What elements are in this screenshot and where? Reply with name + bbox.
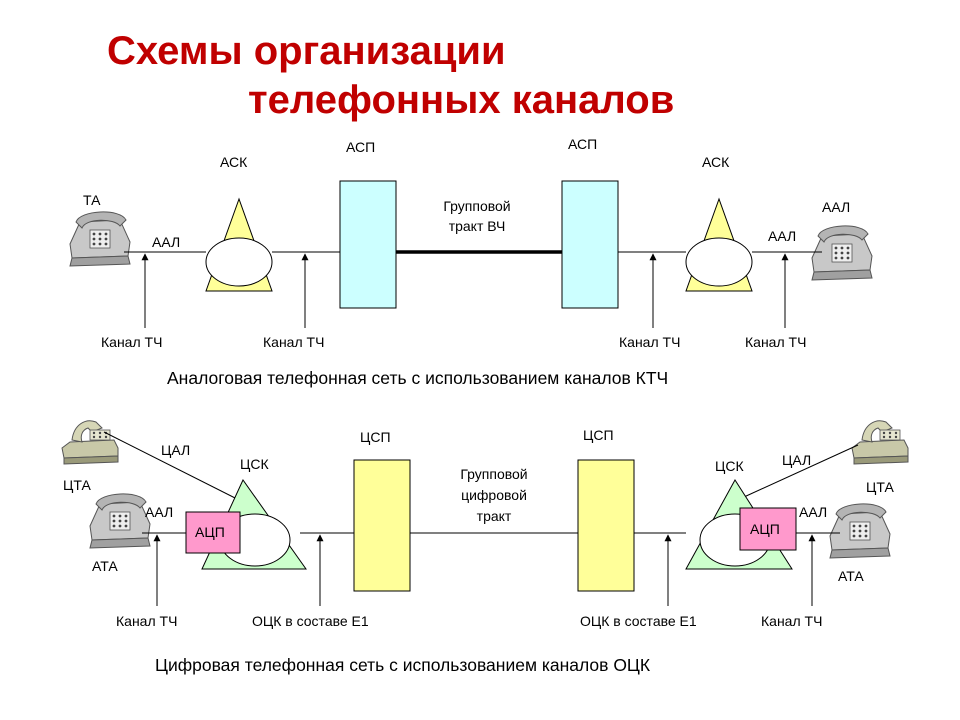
cal-right-label: ЦАЛ	[782, 452, 811, 468]
aal-left-label: ААЛ	[152, 234, 180, 250]
digital-caption: Цифровая телефонная сеть с использование…	[155, 655, 651, 675]
digital-phone-icon-cta-right	[851, 420, 909, 465]
asp-left-label: АСП	[346, 139, 375, 155]
ata-right-label: АТА	[838, 568, 864, 584]
kanal-tch-label-1: Канал ТЧ	[101, 334, 162, 350]
aal-digital-left-label: ААЛ	[145, 504, 173, 520]
acp-left-block	[185, 511, 241, 554]
ta-label: ТА	[83, 192, 101, 208]
acp-right-block	[739, 507, 797, 551]
ask-right-label: АСК	[702, 154, 730, 170]
group-digital-label-1: Групповой	[460, 466, 527, 482]
group-tract-label-1: Групповой	[443, 198, 510, 214]
csk-left-label: ЦСК	[240, 456, 269, 472]
aal-digital-right-label: ААЛ	[799, 504, 827, 520]
title-line-2: телефонных каналов	[248, 78, 675, 122]
ask-left-label: АСК	[220, 154, 248, 170]
ock-right-label: ОЦК в составе Е1	[580, 613, 697, 629]
asp-right-block	[561, 180, 619, 309]
analog-caption: Аналоговая телефонная сеть с использован…	[167, 368, 668, 388]
ask-right-switch-circle	[685, 237, 753, 287]
csk-right-label: ЦСК	[715, 458, 744, 474]
group-digital-label-2: цифровой	[461, 487, 527, 503]
cta-left-label: ЦТА	[63, 477, 91, 493]
asp-left-block	[339, 180, 397, 309]
ask-left-switch-circle	[205, 237, 273, 287]
cal-left-line	[103, 431, 244, 503]
telephone-icon-aal-right	[811, 225, 873, 281]
kanal-tch-label-2: Канал ТЧ	[263, 334, 324, 350]
cal-left-label: ЦАЛ	[161, 442, 190, 458]
group-tract-label-2: тракт ВЧ	[449, 218, 506, 234]
telephone-icon-ata-right	[829, 503, 891, 559]
cal-right-line	[743, 444, 859, 498]
csp-right-label: ЦСП	[583, 427, 614, 443]
telephone-icon-ta	[69, 211, 131, 267]
csp-right-block	[577, 459, 635, 592]
digital-phone-icon-cta-left	[61, 420, 119, 465]
csp-left-block	[353, 459, 411, 592]
aal-right-label: ААЛ	[768, 228, 796, 244]
ock-left-label: ОЦК в составе Е1	[252, 613, 369, 629]
kanal-tch-digital-right-label: Канал ТЧ	[761, 613, 822, 629]
acp-left-label: АЦП	[195, 524, 225, 540]
title-line-1: Схемы организации	[107, 29, 506, 73]
kanal-tch-label-3: Канал ТЧ	[619, 334, 680, 350]
cta-right-label: ЦТА	[866, 479, 894, 495]
kanal-tch-label-4: Канал ТЧ	[745, 334, 806, 350]
acp-right-label: АЦП	[750, 521, 780, 537]
telephone-icon-ata-left	[89, 493, 151, 549]
ata-left-label: АТА	[92, 558, 118, 574]
aal-right-phone-label: ААЛ	[822, 199, 850, 215]
asp-right-label: АСП	[568, 136, 597, 152]
kanal-tch-digital-left-label: Канал ТЧ	[116, 613, 177, 629]
group-digital-label-3: тракт	[477, 508, 512, 524]
csp-left-label: ЦСП	[360, 429, 391, 445]
